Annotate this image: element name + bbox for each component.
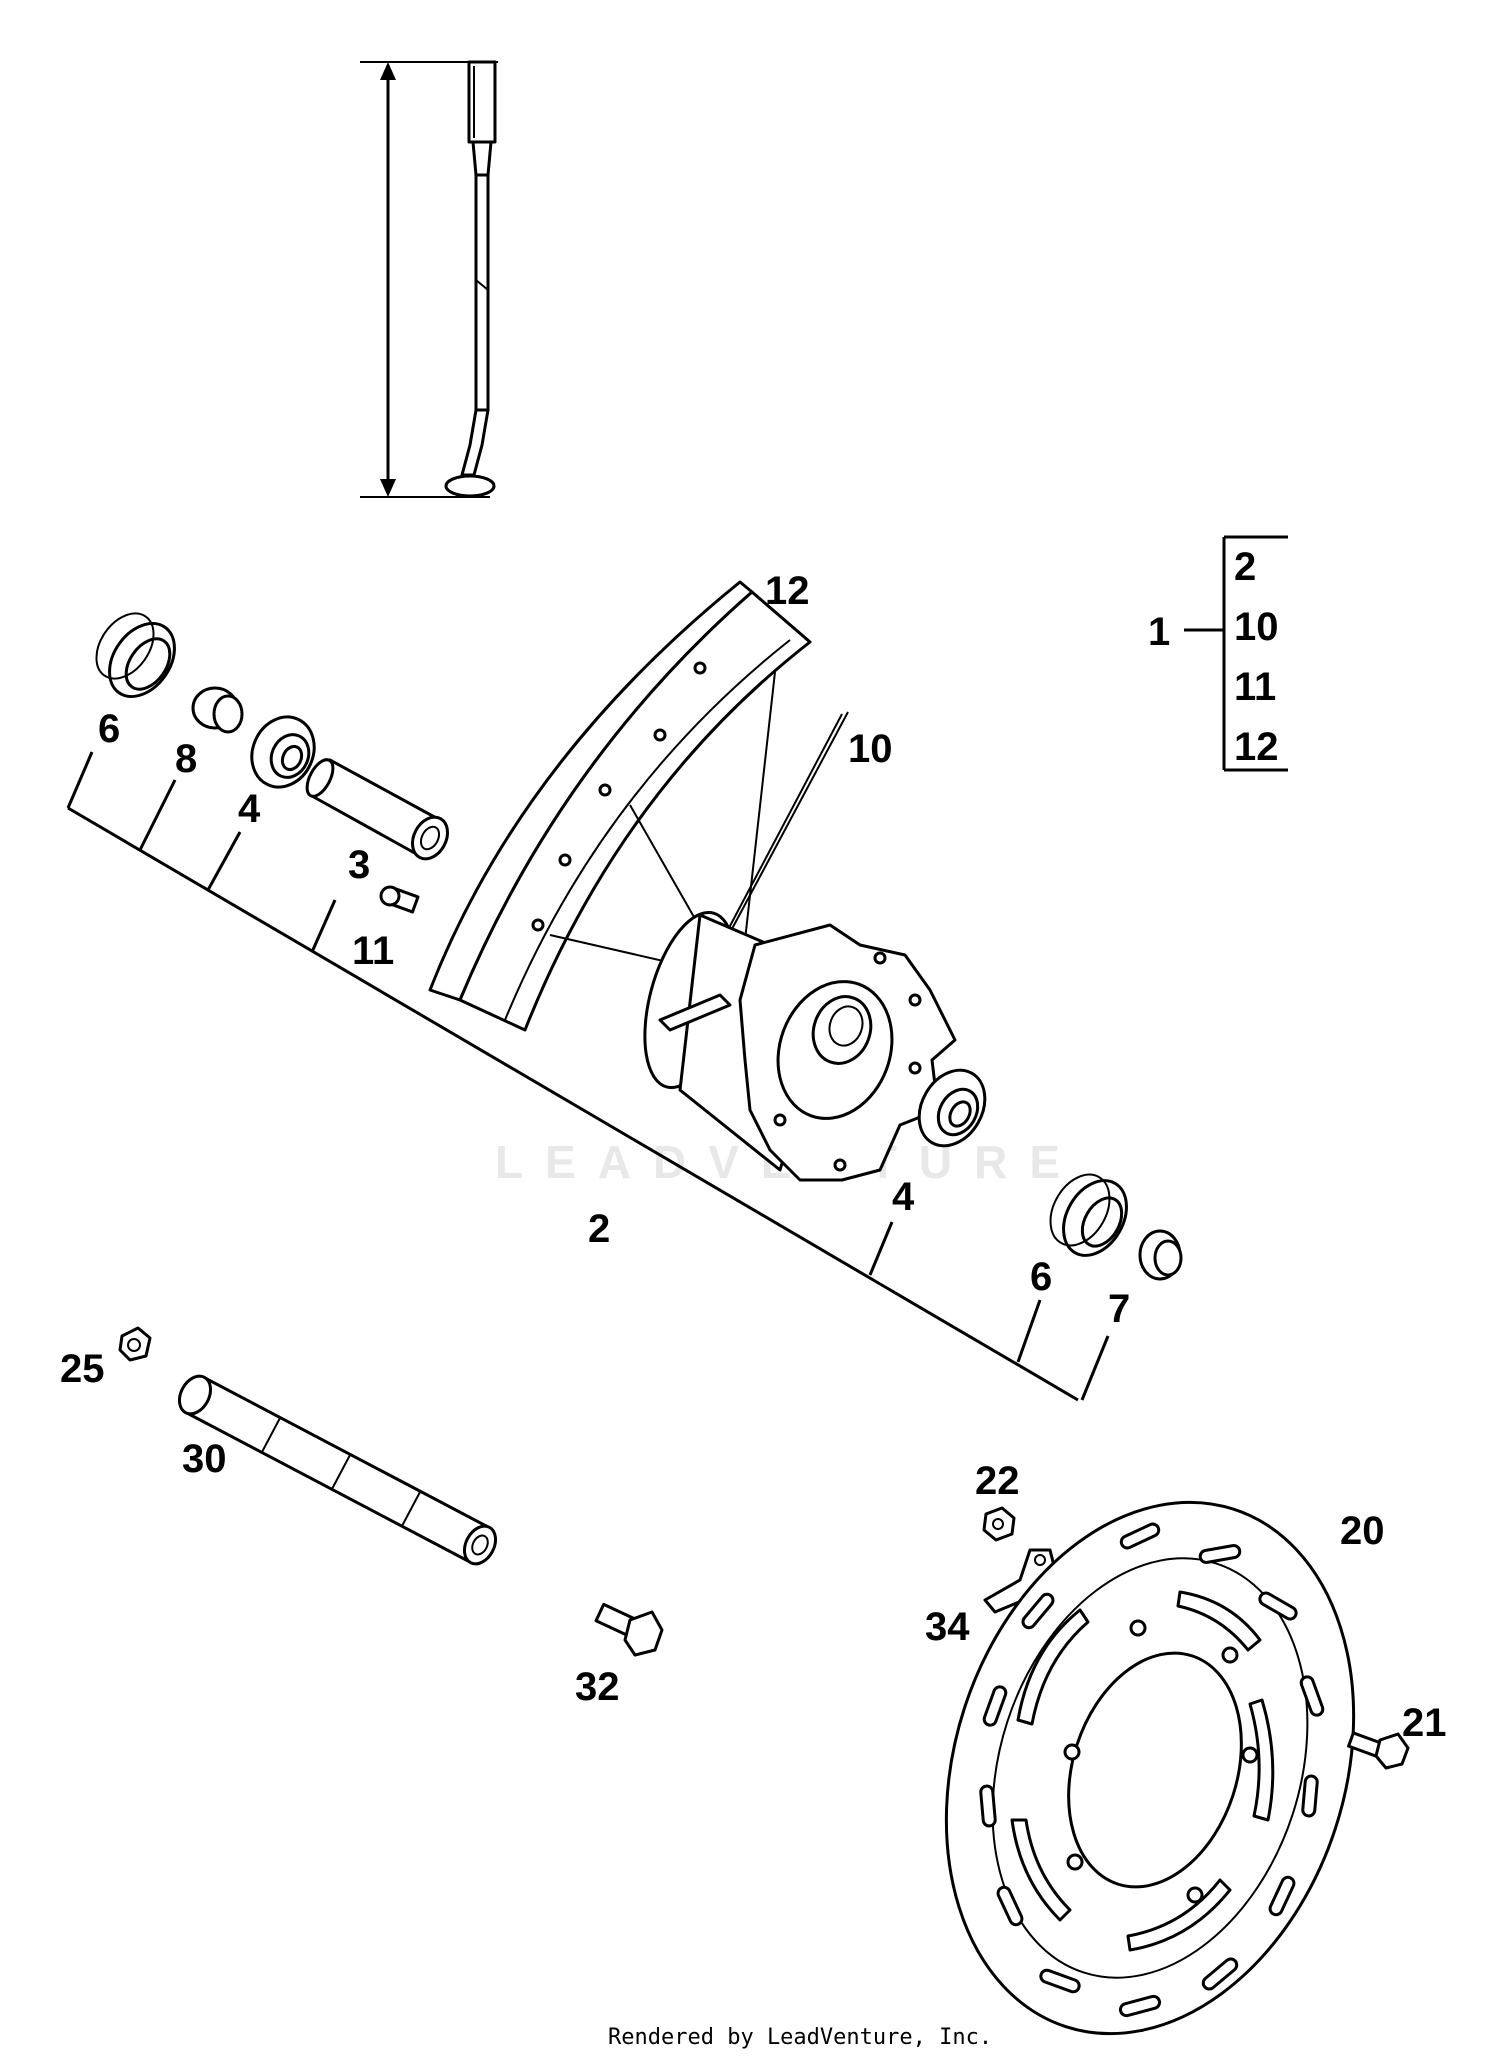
spoke-nipple-part xyxy=(379,885,420,914)
seal-part-right xyxy=(1049,1173,1128,1257)
callout-2: 2 xyxy=(588,1207,610,1251)
callout-8: 8 xyxy=(175,737,197,781)
callout-4-right: 4 xyxy=(892,1175,915,1219)
assembly-group-bracket: 1 2 10 11 12 xyxy=(1148,535,1288,772)
rim-part xyxy=(428,580,812,1032)
hub-part xyxy=(643,910,957,1182)
bearing-part-right xyxy=(917,1068,987,1148)
axis-leader-lines xyxy=(66,751,1110,1402)
group-item-label: 2 xyxy=(1234,545,1256,589)
callout-30: 30 xyxy=(182,1437,227,1481)
disc-screw-part xyxy=(1347,1731,1410,1770)
callout-10: 10 xyxy=(848,727,893,771)
brake-disc-part xyxy=(944,1500,1356,2036)
callout-7: 7 xyxy=(1108,1287,1130,1331)
spacer-part-right xyxy=(1138,1229,1183,1281)
spacer-tube-part xyxy=(305,758,450,861)
callout-32: 32 xyxy=(575,1665,620,1709)
axle-nut-part xyxy=(118,1326,152,1362)
callout-20: 20 xyxy=(1340,1509,1385,1553)
group-main-label: 1 xyxy=(1148,610,1170,654)
seal-part-left xyxy=(95,612,176,698)
callout-6-left: 6 xyxy=(98,707,120,751)
pinch-bolt-part xyxy=(594,1602,664,1657)
group-item-label: 12 xyxy=(1234,725,1279,769)
disc-slots xyxy=(979,1522,1325,2018)
disc-nut-part xyxy=(982,1506,1016,1542)
credit-text: Rendered by LeadVenture, Inc. xyxy=(608,2025,992,2050)
spoke-dimension-drawing xyxy=(360,60,498,498)
callout-4-left: 4 xyxy=(238,787,261,831)
callout-21: 21 xyxy=(1402,1701,1447,1745)
callout-12: 12 xyxy=(765,569,810,613)
axle-part xyxy=(177,1374,498,1566)
callout-labels: 6 8 4 3 11 12 10 2 4 6 7 25 30 32 22 20 … xyxy=(60,569,1447,1745)
callout-22: 22 xyxy=(975,1459,1020,1503)
bearing-part-left xyxy=(250,715,316,789)
callout-11: 11 xyxy=(352,929,394,973)
group-item-label: 11 xyxy=(1234,665,1276,709)
group-item-label: 10 xyxy=(1234,605,1279,649)
callout-6-right: 6 xyxy=(1030,1255,1052,1299)
spacer-part xyxy=(191,686,244,734)
callout-25: 25 xyxy=(60,1347,105,1391)
callout-3: 3 xyxy=(348,843,370,887)
callout-34: 34 xyxy=(925,1605,970,1649)
